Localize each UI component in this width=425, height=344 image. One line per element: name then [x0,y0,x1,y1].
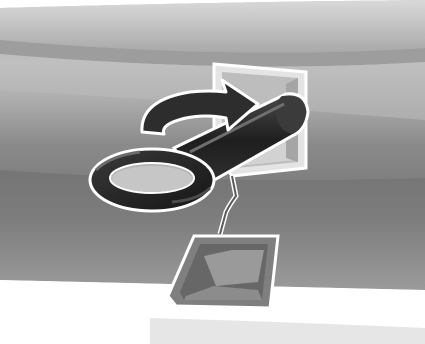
upper-panel [0,0,425,53]
